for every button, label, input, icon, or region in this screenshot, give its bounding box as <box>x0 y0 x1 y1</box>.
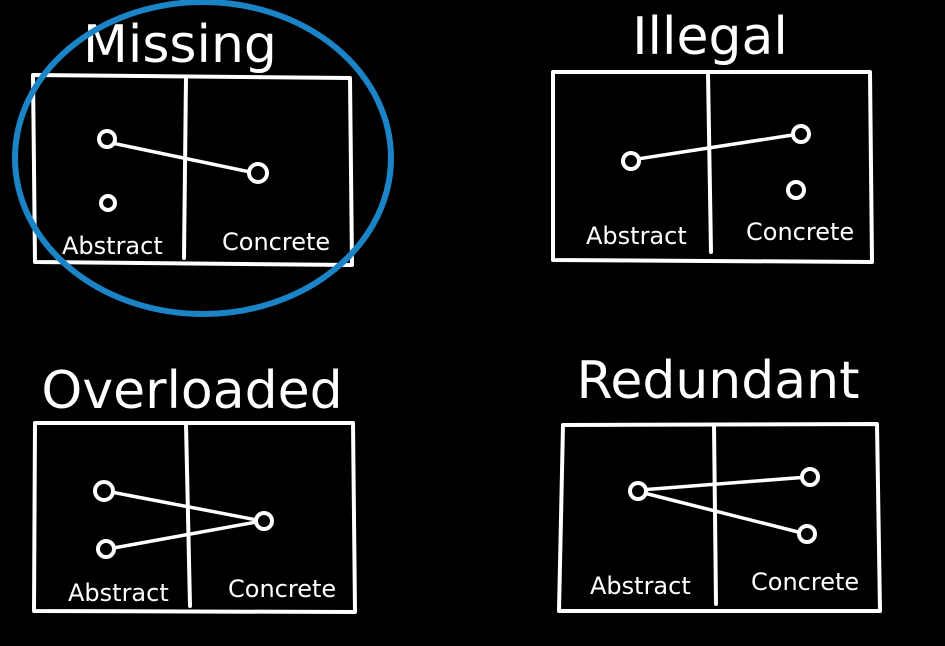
panel-title: Illegal <box>632 7 788 67</box>
abstract-label: Abstract <box>68 579 169 607</box>
abstract-node <box>93 480 115 502</box>
panel-redundant: Redundant Abstract Concrete <box>557 351 882 613</box>
panel-divider <box>712 423 718 606</box>
concrete-node <box>786 180 806 200</box>
mapping-edge <box>638 475 810 492</box>
abstract-label: Abstract <box>586 222 687 250</box>
panel-divider <box>182 75 188 260</box>
panel-illegal: Illegal Abstract Concrete <box>551 7 874 264</box>
concrete-node <box>791 124 811 144</box>
panel-divider <box>184 422 192 608</box>
abstract-label: Abstract <box>590 572 691 600</box>
mapping-edge <box>629 132 801 162</box>
mapping-edge <box>106 519 264 551</box>
mapping-edge <box>105 140 257 175</box>
concrete-label: Concrete <box>746 218 854 246</box>
abstract-node <box>97 129 117 149</box>
panel-title: Missing <box>83 15 277 75</box>
panel-missing: Missing Abstract Concrete <box>12 0 394 317</box>
abstract-node <box>621 151 641 171</box>
concrete-node <box>797 524 817 544</box>
concrete-node <box>247 162 269 184</box>
concrete-label: Concrete <box>222 228 330 256</box>
mapping-edge <box>104 489 264 523</box>
abstract-node <box>628 481 648 501</box>
panel-frame <box>32 421 357 614</box>
panel-divider <box>706 71 713 254</box>
panel-title: Redundant <box>577 351 860 411</box>
highlight-circle <box>12 0 394 317</box>
panel-title: Overloaded <box>41 361 342 421</box>
concrete-label: Concrete <box>228 575 336 603</box>
panel-overloaded: Overloaded Abstract Concrete <box>32 361 357 614</box>
abstract-node <box>96 539 116 559</box>
mapping-edge <box>638 490 808 536</box>
panel-frame <box>557 422 882 613</box>
panel-frame <box>31 73 354 267</box>
concrete-node <box>254 511 274 531</box>
panel-frame <box>551 70 874 264</box>
concrete-node <box>800 467 820 487</box>
concrete-label: Concrete <box>751 568 859 596</box>
abstract-label: Abstract <box>62 232 163 260</box>
abstract-node <box>99 194 117 212</box>
